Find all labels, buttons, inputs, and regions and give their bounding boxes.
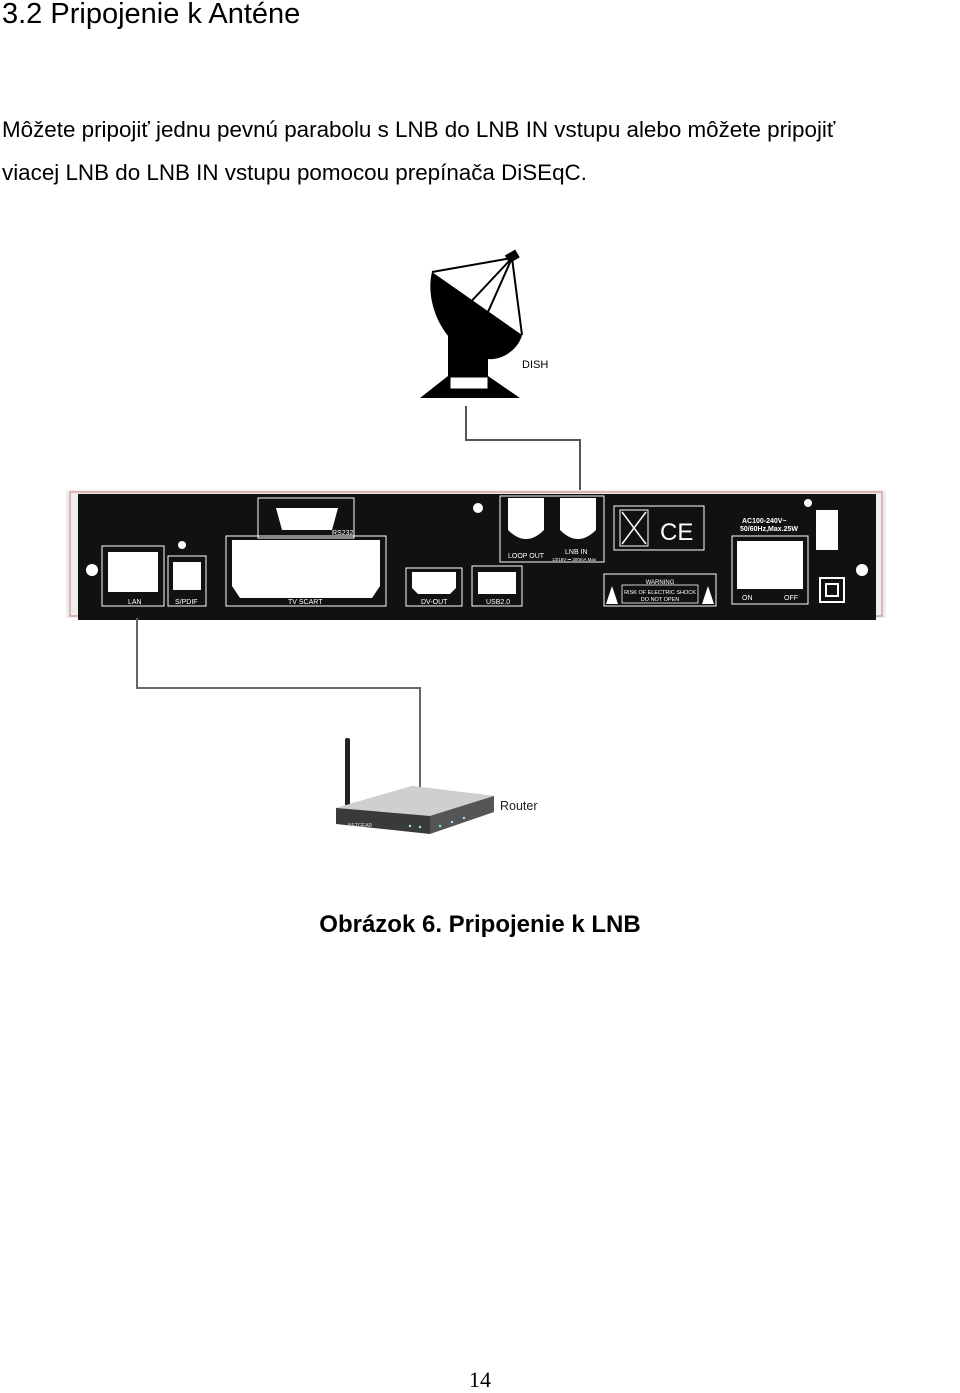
warning-line-2: DO NOT OPEN (641, 597, 679, 603)
lnb-spec-label: 13/18V ⎓ 300mA Max (552, 557, 597, 562)
lan-label: LAN (128, 599, 142, 606)
off-label: OFF (784, 595, 798, 602)
warning-title: WARNING (646, 580, 675, 586)
spdif-label: S/PDIF (175, 599, 198, 606)
lnb-cable (465, 406, 581, 500)
section-heading: 3.2 Pripojenie k Anténe (2, 0, 301, 30)
loop-out-label: LOOP OUT (508, 553, 545, 560)
router-brand: NETGEAR (348, 823, 373, 829)
rs232-label: RS232 (332, 530, 354, 537)
power-rating-line-1: AC100-240V~ (742, 518, 787, 525)
lnb-in-label: LNB IN (565, 549, 588, 556)
connection-diagram: DISH RS232 LOOP OUT LNB IN 13/18V ⎓ 300m… (66, 249, 886, 834)
tv-scart-label: TV SCART (288, 599, 323, 606)
receiver-back-panel: RS232 LOOP OUT LNB IN 13/18V ⎓ 300mA Max… (66, 490, 886, 620)
page-number: 14 (469, 1367, 491, 1392)
ce-mark: CE (660, 519, 693, 546)
dish-label: DISH (522, 359, 548, 371)
power-rating-line-2: 50/60Hz,Max.25W (740, 526, 798, 533)
satellite-dish-icon (420, 249, 523, 398)
paragraph-line-1: Môžete pripojiť jednu pevnú parabolu s L… (2, 117, 836, 142)
usb-label: USB2.0 (486, 599, 510, 606)
router-label: Router (500, 799, 538, 813)
on-label: ON (742, 595, 753, 602)
router-icon: NETGEAR (336, 738, 494, 834)
dv-out-label: DV-OUT (421, 599, 448, 606)
warning-line-1: RISK OF ELECTRIC SHOCK (624, 590, 696, 596)
figure-caption: Obrázok 6. Pripojenie k LNB (319, 911, 641, 938)
lan-cable (136, 618, 421, 792)
paragraph-line-2: viacej LNB do LNB IN vstupu pomocou prep… (2, 160, 587, 185)
intro-paragraph: Môžete pripojiť jednu pevnú parabolu s L… (2, 108, 960, 194)
